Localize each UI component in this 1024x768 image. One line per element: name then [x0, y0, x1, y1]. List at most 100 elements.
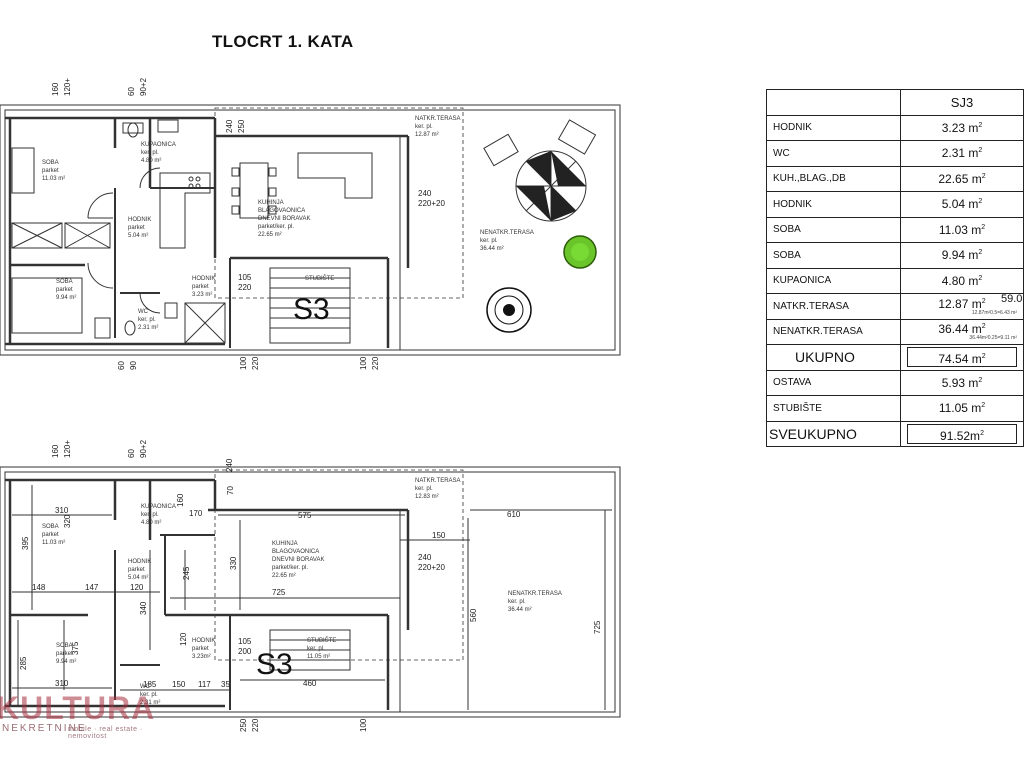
svg-text:60: 60 [127, 449, 136, 458]
svg-text:HODNIK: HODNIK [192, 276, 215, 282]
svg-text:KUPAONICA: KUPAONICA [141, 142, 176, 148]
svg-text:9.94 m²: 9.94 m² [56, 659, 76, 665]
svg-text:parket: parket [42, 168, 59, 174]
svg-text:HODNIK: HODNIK [128, 559, 151, 565]
svg-text:ker. pl.: ker. pl. [307, 646, 325, 652]
terrace-umbrella [516, 151, 586, 221]
svg-text:170: 170 [189, 509, 203, 518]
svg-text:36.44 m²: 36.44 m² [508, 607, 532, 613]
svg-text:725: 725 [593, 620, 602, 634]
svg-text:BLAGOVAONICA: BLAGOVAONICA [272, 549, 319, 555]
svg-text:22.65 m²: 22.65 m² [258, 232, 282, 238]
svg-text:2.31 m²: 2.31 m² [138, 325, 158, 331]
svg-text:9.94 m²: 9.94 m² [56, 295, 76, 301]
logo-subtitle: NEKRETNINE [2, 723, 87, 734]
table-row: KUH.,BLAG.,DB 22.65 m2 [766, 165, 1024, 192]
svg-text:HODNIK: HODNIK [192, 638, 215, 644]
svg-text:HODNIK: HODNIK [128, 217, 151, 223]
svg-text:575: 575 [298, 511, 312, 520]
svg-text:120: 120 [179, 632, 188, 646]
svg-text:ker. pl.: ker. pl. [415, 486, 433, 492]
svg-text:22.65 m²: 22.65 m² [272, 573, 296, 579]
svg-text:120: 120 [130, 583, 144, 592]
svg-text:90: 90 [129, 361, 138, 370]
svg-text:460: 460 [303, 679, 317, 688]
svg-text:90+20: 90+20 [139, 78, 148, 96]
svg-text:4.80 m²: 4.80 m² [141, 520, 161, 526]
svg-text:250: 250 [239, 718, 248, 732]
svg-text:100: 100 [239, 356, 248, 370]
unit-label: S3 [293, 293, 330, 326]
svg-text:parket: parket [56, 287, 73, 293]
svg-text:70: 70 [226, 486, 235, 495]
svg-text:120+20: 120+20 [63, 440, 72, 458]
svg-text:KUHINJA: KUHINJA [272, 541, 298, 547]
svg-text:SOBA: SOBA [42, 160, 59, 166]
svg-text:340: 340 [139, 601, 148, 615]
svg-text:BLAGOVAONICA: BLAGOVAONICA [258, 208, 305, 214]
svg-text:3.23m²: 3.23m² [192, 654, 211, 660]
svg-text:320: 320 [63, 514, 72, 528]
svg-text:parket: parket [128, 225, 145, 231]
table-header-row: SJ3 [766, 89, 1024, 116]
svg-text:STUBIŠTE: STUBIŠTE [307, 637, 336, 644]
svg-text:240: 240 [418, 553, 432, 562]
floor-plan-dimensioned: 310 320 395 148 147 285 375 310 120 340 … [0, 440, 621, 732]
room-labels-bottom: SOBA parket 11.03 m² KUPAONICA ker. pl. … [42, 478, 562, 706]
svg-text:220+20: 220+20 [418, 563, 445, 572]
svg-text:220+20: 220+20 [418, 199, 445, 208]
svg-text:KUPAONICA: KUPAONICA [141, 504, 176, 510]
svg-text:parket/ker. pl.: parket/ker. pl. [258, 224, 294, 230]
svg-text:105: 105 [238, 273, 252, 282]
svg-text:725: 725 [272, 588, 286, 597]
table-row: SOBA 9.94 m2 [766, 242, 1024, 269]
svg-text:560: 560 [469, 608, 478, 622]
dimension-labels-bottom: 310 320 395 148 147 285 375 310 120 340 … [19, 440, 602, 732]
svg-text:117: 117 [198, 680, 211, 689]
dimension-labels: 160 120+20 60 90+20 240 250 240 220+20 1… [51, 78, 445, 370]
room-labels: SOBA parket 11.03 m² KUPAONICA ker. pl. … [42, 116, 534, 331]
svg-text:SOBA: SOBA [56, 279, 73, 285]
table-grand-total-row: SVEUKUPNO 91.52m2 [766, 420, 1024, 447]
svg-text:35: 35 [221, 680, 230, 689]
svg-text:240: 240 [418, 189, 432, 198]
svg-text:330: 330 [229, 556, 238, 570]
plant-symbol [563, 235, 597, 269]
svg-text:ker. pl.: ker. pl. [508, 599, 526, 605]
svg-text:11.05 m²: 11.05 m² [307, 654, 330, 660]
svg-text:185: 185 [143, 680, 157, 689]
svg-text:parket: parket [128, 567, 145, 573]
svg-text:2.31 m²: 2.31 m² [140, 700, 160, 706]
unit-label-bottom: S3 [256, 648, 293, 681]
svg-text:285: 285 [19, 656, 28, 670]
svg-text:SOBA: SOBA [56, 643, 73, 649]
svg-text:375: 375 [71, 641, 80, 655]
svg-text:ker. pl.: ker. pl. [141, 150, 159, 156]
table-row: KUPAONICA 4.80 m2 [766, 267, 1024, 294]
svg-text:240: 240 [225, 458, 234, 472]
svg-text:100: 100 [359, 356, 368, 370]
svg-text:160: 160 [51, 82, 60, 96]
svg-text:147: 147 [85, 583, 99, 592]
svg-text:SOBA: SOBA [42, 524, 59, 530]
svg-text:parket: parket [56, 651, 73, 657]
svg-text:100: 100 [359, 718, 368, 732]
svg-text:parket: parket [42, 532, 59, 538]
svg-text:160: 160 [51, 444, 60, 458]
svg-text:150: 150 [432, 531, 446, 540]
svg-text:DNEVNI BORAVAK: DNEVNI BORAVAK [258, 216, 310, 222]
logo-tagline: mobile · real estate · nemovitost [68, 726, 143, 740]
svg-text:NENATKR.TERASA: NENATKR.TERASA [508, 591, 562, 597]
svg-text:12.87 m²: 12.87 m² [415, 132, 439, 138]
svg-text:160: 160 [176, 493, 185, 507]
svg-text:200: 200 [238, 647, 252, 656]
svg-text:148: 148 [32, 583, 46, 592]
svg-text:105: 105 [238, 637, 252, 646]
area-table: SJ3 HODNIK 3.23 m2 WC 2.31 m2 KUH.,BLAG.… [766, 89, 1024, 447]
svg-text:ker. pl.: ker. pl. [141, 512, 159, 518]
svg-text:ker. pl.: ker. pl. [415, 124, 433, 130]
svg-text:310: 310 [55, 506, 69, 515]
svg-text:parket/ker. pl.: parket/ker. pl. [272, 565, 308, 571]
table-row: WC 2.31 m2 [766, 140, 1024, 167]
svg-text:610: 610 [507, 510, 521, 519]
